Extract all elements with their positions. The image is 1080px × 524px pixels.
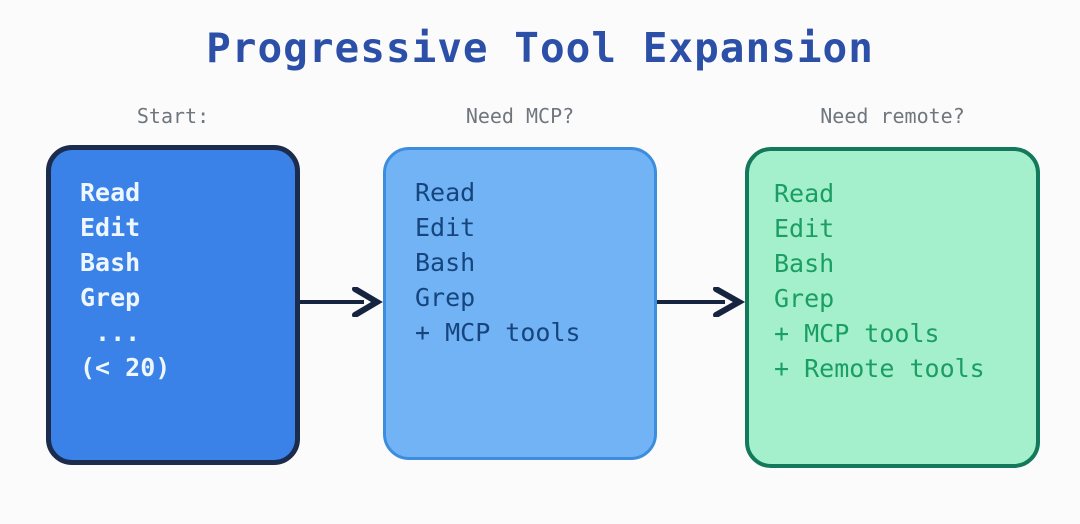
- stage-box-start: Read Edit Bash Grep ... (< 20): [46, 145, 300, 465]
- stage-box-need-remote: Read Edit Bash Grep + MCP tools + Remote…: [745, 147, 1040, 468]
- stage-label-start: Start:: [136, 104, 210, 128]
- stage-tool-list-need-mcp: Read Edit Bash Grep + MCP tools: [415, 178, 581, 347]
- arrow-stage1-to-stage2: [300, 286, 383, 321]
- stage-tool-list-need-remote: Read Edit Bash Grep + MCP tools + Remote…: [774, 179, 985, 383]
- stage-label-need-remote: Need remote?: [820, 104, 965, 128]
- stage-box-need-mcp: Read Edit Bash Grep + MCP tools: [383, 147, 657, 460]
- page-title: Progressive Tool Expansion: [206, 24, 874, 72]
- stage-tool-list-start: Read Edit Bash Grep ... (< 20): [80, 178, 171, 382]
- stage-label-need-mcp: Need MCP?: [465, 104, 575, 128]
- arrow-stage2-to-stage3: [657, 286, 747, 321]
